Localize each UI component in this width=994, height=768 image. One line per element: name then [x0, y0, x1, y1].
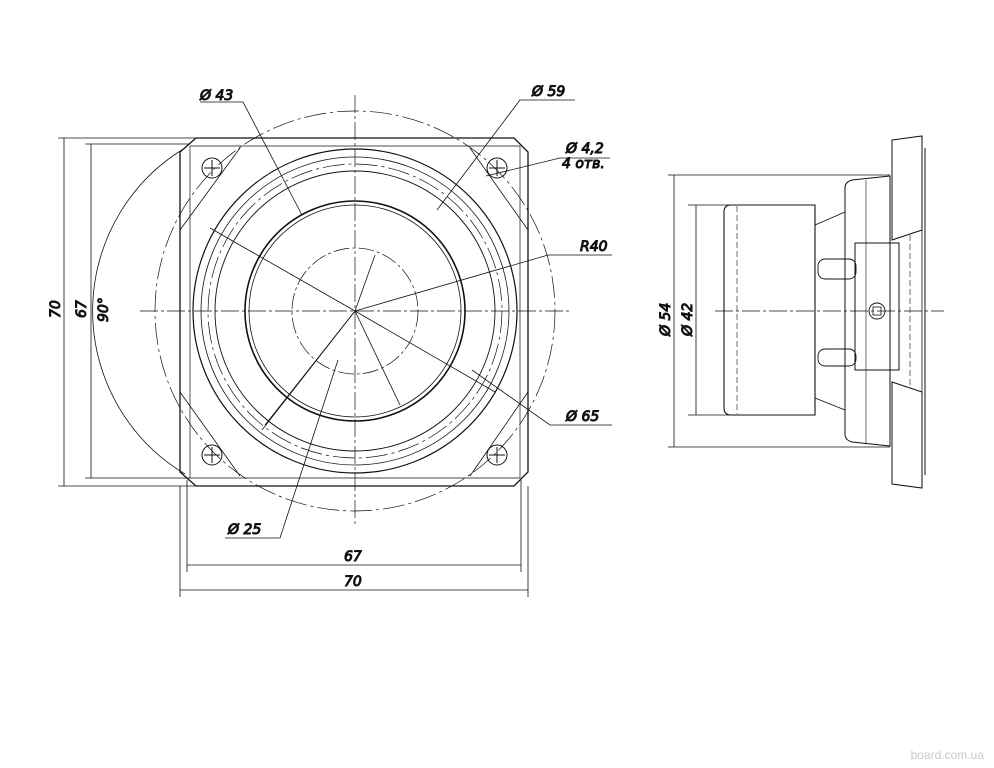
dim-width-70: 70: [344, 574, 362, 590]
dim-hole-diameter: Ø 4,2: [565, 141, 604, 157]
d43-circle: [244, 200, 466, 422]
r40-outline: [154, 110, 556, 512]
dim-r40: R40: [580, 239, 608, 255]
dim-height-67: 67: [74, 300, 90, 318]
side-view: Ø 54 Ø 42: [658, 135, 944, 489]
dim-d25: Ø 25: [227, 522, 261, 538]
front-view: Ø 43 Ø 59 Ø 4,2 4 отв. R40 Ø 65 Ø 25 67 …: [48, 84, 612, 597]
dim-height-70: 70: [48, 300, 64, 318]
dim-angle: 90°: [96, 297, 112, 322]
dim-d42: Ø 42: [680, 303, 696, 337]
dim-width-67: 67: [344, 549, 362, 565]
dim-d65: Ø 65: [565, 409, 599, 425]
dim-d54: Ø 54: [658, 303, 674, 337]
mounting-holes: [201, 157, 508, 466]
magnet: [723, 204, 816, 416]
dim-d43: Ø 43: [199, 88, 233, 104]
dim-d59: Ø 59: [531, 84, 565, 100]
dim-hole-count: 4 отв.: [562, 156, 605, 172]
watermark: board.com.ua: [910, 748, 984, 762]
d25-circle: [291, 247, 419, 375]
d65-circle: [192, 148, 518, 474]
flange: [179, 137, 529, 487]
